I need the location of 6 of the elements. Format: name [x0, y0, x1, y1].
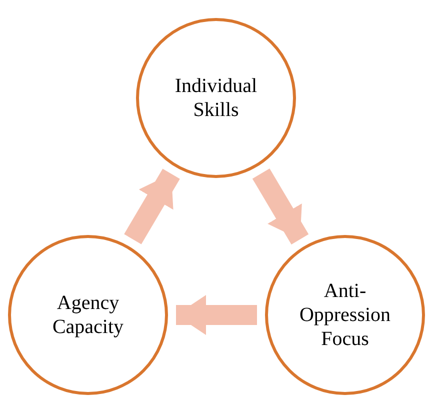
block-arrow: [252, 168, 309, 244]
node-label: Anti-Oppression Focus: [298, 279, 392, 351]
block-arrow: [176, 295, 257, 335]
block-arrow: [124, 168, 180, 244]
node-label: Individual Skills: [174, 74, 258, 122]
node-label: Agency Capacity: [51, 291, 125, 339]
